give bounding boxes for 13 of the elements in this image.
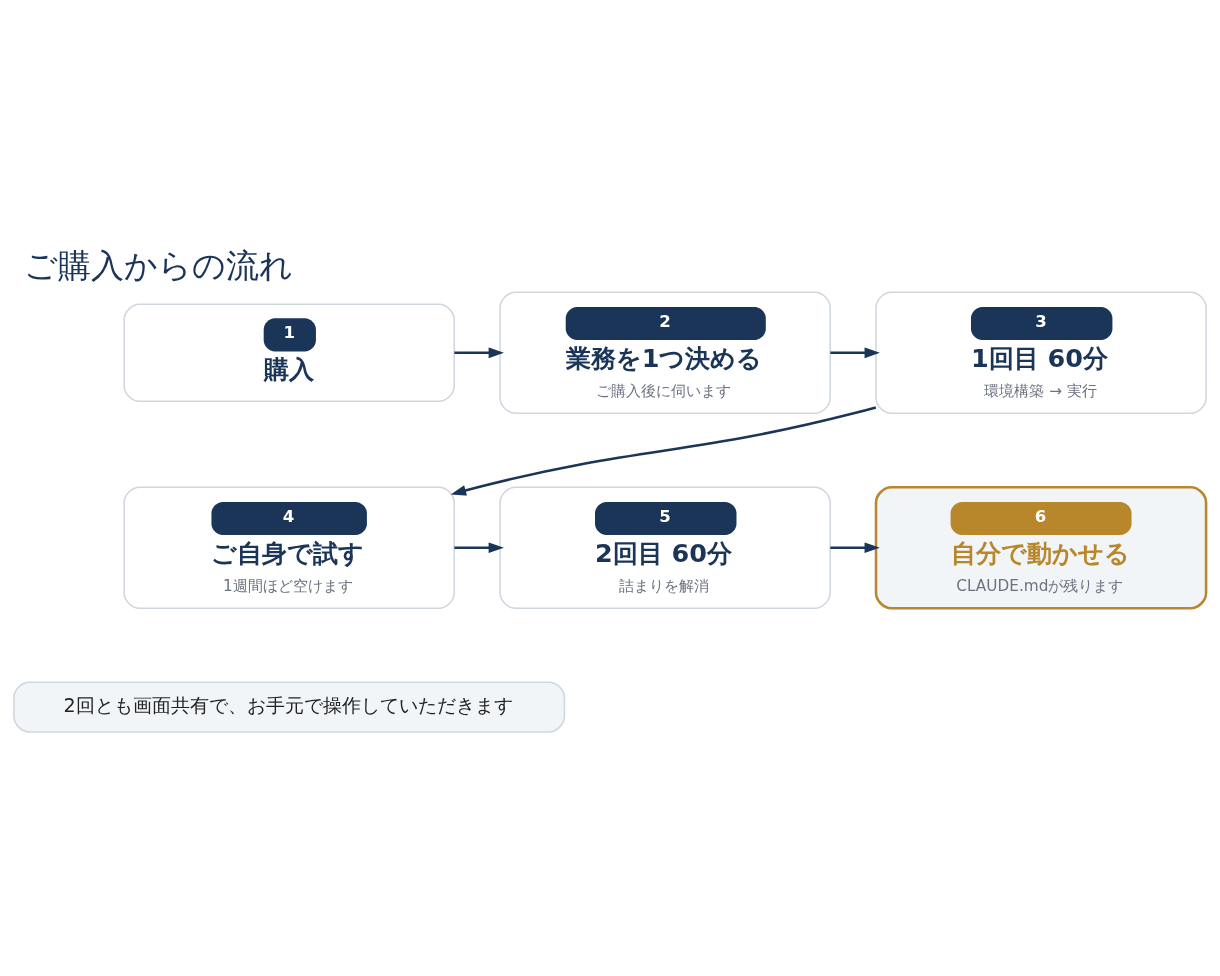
diagram-title: ご購入からの流れ	[24, 245, 294, 285]
node-box: 5 2回目 60分 詰まりを解消	[499, 485, 831, 609]
node-box: 6 自分で動かせる CLAUDE.mdが残ります	[874, 485, 1208, 610]
node-box: 2回とも画面共有で、お手元で操作していただきます	[13, 680, 566, 733]
arrow	[454, 541, 504, 553]
node-box: 4 ご自身で試す 1週間ほど空けます	[123, 485, 455, 609]
node-box: 2 業務を1つ決める ご購入後に伺います	[499, 291, 831, 414]
arrow	[450, 405, 877, 496]
arrow	[454, 346, 504, 358]
node-box: 1 購入	[123, 303, 455, 402]
node-box: 3 1回目 60分 環境構築 → 実行	[875, 291, 1207, 414]
arrow	[830, 541, 880, 553]
arrow	[830, 346, 880, 358]
